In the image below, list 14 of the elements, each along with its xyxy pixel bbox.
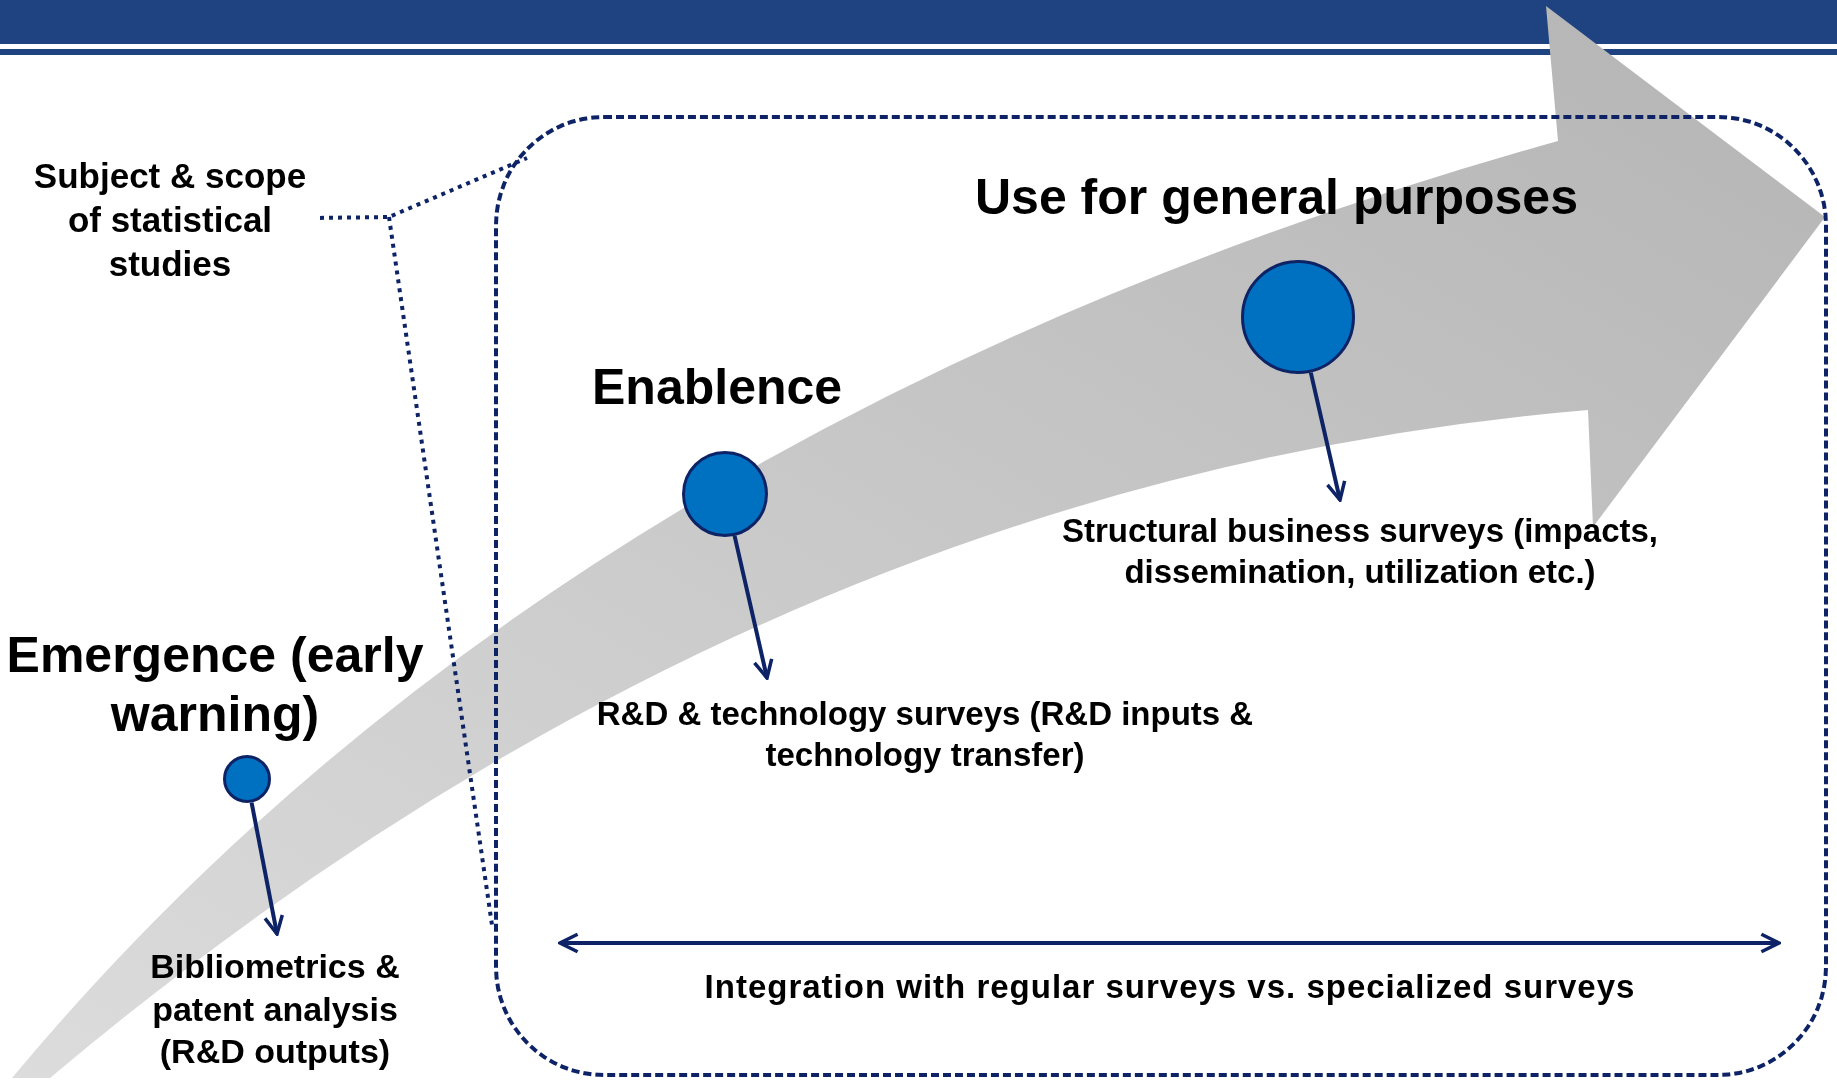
dotted-leader-line — [318, 156, 529, 927]
stage-dot — [223, 755, 271, 803]
range-label: Integration with regular surveys vs. specialized surveys — [703, 968, 1637, 1006]
description-text: Structural business surveys (impacts, dissemination, utilization etc.) — [955, 505, 1765, 597]
description-text: R&D & technology surveys (R&D inputs & technology transfer) — [555, 688, 1295, 780]
dashed-frame — [494, 115, 1828, 1077]
arrow — [1308, 372, 1347, 502]
stage-title: Emergence (early warning) — [5, 626, 425, 744]
arrow — [249, 802, 285, 936]
scope-text: Subject & scope of statistical studies — [20, 140, 320, 300]
description-text: Bibliometrics & patent analysis (R&D outputs) — [115, 938, 435, 1080]
stage-title: Use for general purposes — [975, 168, 1579, 227]
arrow — [732, 535, 774, 680]
stage-title: Enablence — [592, 358, 844, 417]
